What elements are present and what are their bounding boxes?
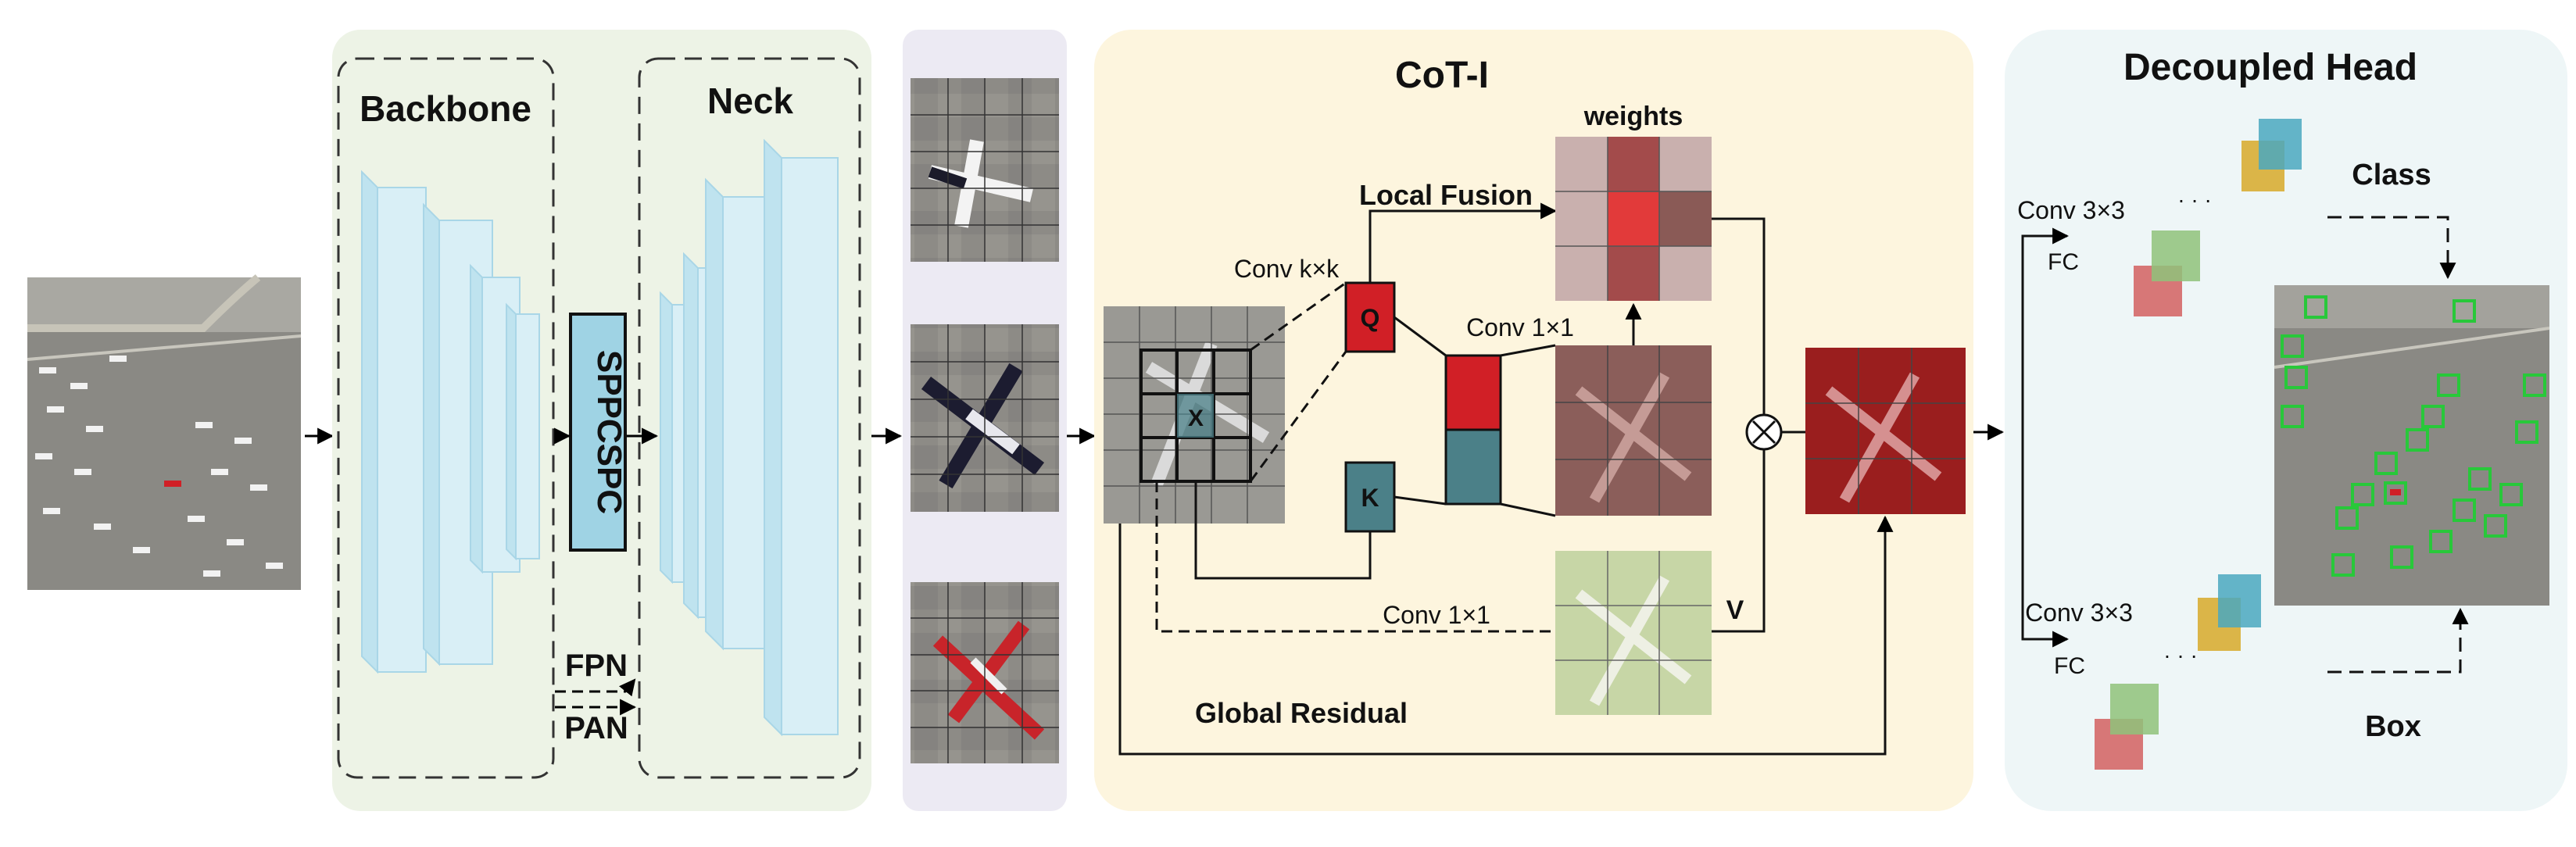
head-panel: Decoupled Head Conv 3×3 FC Conv 3×3 FC ·… bbox=[2005, 30, 2567, 811]
conv-1x1-bottom-label: Conv 1×1 bbox=[1383, 601, 1490, 629]
x-to-k-line bbox=[1194, 481, 1372, 580]
sample-grids bbox=[911, 78, 1059, 763]
box-features bbox=[2095, 574, 2261, 770]
cot-title: CoT-I bbox=[1395, 55, 1489, 96]
class-arrow bbox=[2327, 216, 2456, 280]
conv3-bottom-label: Conv 3×3 bbox=[2025, 599, 2133, 627]
x-label: X bbox=[1188, 406, 1204, 431]
global-residual-label: Global Residual bbox=[1195, 697, 1408, 729]
k-block bbox=[1344, 461, 1396, 533]
global-residual-arrow bbox=[1118, 515, 1894, 756]
branch-top-arrow bbox=[2021, 227, 2070, 432]
detection-result-image bbox=[2274, 285, 2550, 606]
output-grid bbox=[1805, 348, 1966, 514]
value-grid bbox=[1555, 551, 1712, 715]
attention-grid bbox=[1555, 345, 1712, 516]
dots-top: · · · bbox=[2177, 188, 2212, 212]
sppcspc-label: SPPCSPC bbox=[590, 350, 628, 514]
fc-bottom-label: FC bbox=[2054, 653, 2085, 679]
conv3-top-label: Conv 3×3 bbox=[2017, 196, 2125, 224]
local-fusion-label: Local Fusion bbox=[1359, 179, 1533, 211]
input-image bbox=[27, 274, 302, 590]
backbone-neck-panel: Backbone Neck SPPCSPC bbox=[332, 30, 871, 811]
fpn-arrow bbox=[555, 678, 636, 697]
neck-layers bbox=[660, 138, 839, 737]
x-to-v-dashed bbox=[1155, 481, 1555, 633]
v-label: V bbox=[1726, 595, 1744, 625]
conv-kxk-lines bbox=[1249, 281, 1347, 482]
fpn-label: FPN bbox=[565, 649, 628, 683]
weights-grid bbox=[1555, 137, 1712, 301]
backbone-layers bbox=[361, 170, 540, 674]
pan-label: PAN bbox=[564, 711, 628, 745]
weights-label: weights bbox=[1583, 102, 1683, 131]
box-arrow bbox=[2327, 607, 2469, 674]
class-features bbox=[2134, 119, 2302, 316]
backbone-title: Backbone bbox=[360, 88, 531, 129]
conv-1x1-top-label: Conv 1×1 bbox=[1466, 313, 1574, 341]
q-label: Q bbox=[1361, 304, 1380, 332]
class-label: Class bbox=[2352, 159, 2431, 191]
concat-q bbox=[1444, 354, 1502, 431]
concat-out-lines bbox=[1500, 344, 1556, 517]
qk-concat-lines bbox=[1394, 316, 1447, 506]
input-feature-x: X bbox=[1104, 306, 1285, 524]
v-to-mult bbox=[1712, 450, 1766, 633]
concat-k bbox=[1444, 428, 1502, 506]
local-fusion-arrow bbox=[1368, 202, 1558, 283]
samples-panel bbox=[903, 30, 1067, 811]
dots-bottom: · · · bbox=[2163, 643, 2198, 667]
head-title: Decoupled Head bbox=[2123, 47, 2417, 88]
branch-bottom-arrow bbox=[2021, 432, 2070, 648]
k-label: K bbox=[1361, 484, 1379, 512]
neck-title: Neck bbox=[707, 80, 793, 121]
fc-top-label: FC bbox=[2048, 249, 2079, 275]
weights-to-mult bbox=[1712, 217, 1766, 414]
sppcspc-block bbox=[569, 313, 627, 552]
box-label: Box bbox=[2365, 710, 2421, 743]
cot-panel: CoT-I X Q K Conv k×k Conv 1×1 Local Fusi… bbox=[1094, 30, 1973, 811]
conv-kxk-label: Conv k×k bbox=[1234, 255, 1340, 283]
